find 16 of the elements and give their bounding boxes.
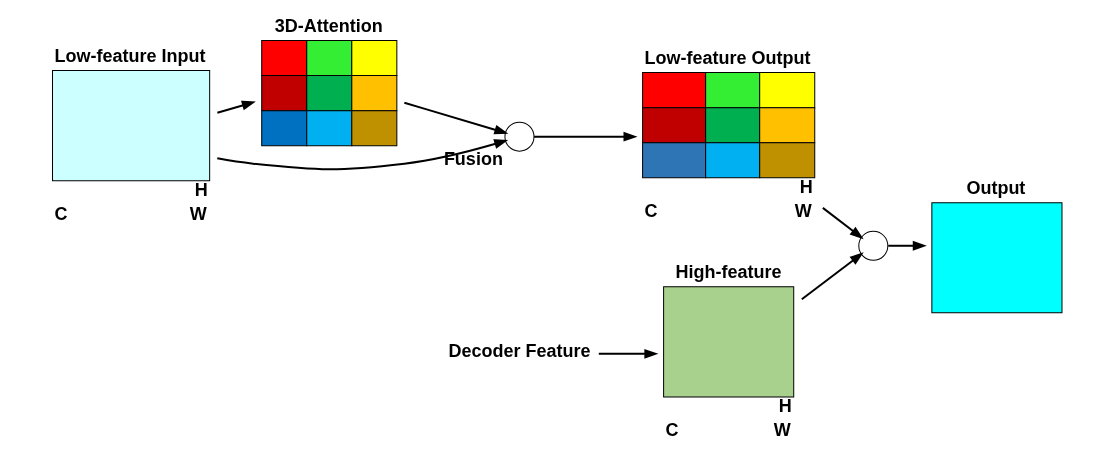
node-label: C <box>665 420 679 441</box>
node-label: W <box>189 204 207 225</box>
node-label: H <box>194 180 208 201</box>
node-text: Decoder Feature <box>447 341 590 362</box>
node-label: W <box>794 201 812 222</box>
node-label: Output <box>965 178 1025 199</box>
node-label: Fusion <box>443 148 503 169</box>
node-label: Low-feature Input <box>54 45 206 66</box>
node-label: High-feature <box>675 262 782 283</box>
node-label: C <box>54 204 68 225</box>
node-label: H <box>778 396 792 417</box>
node-label: W <box>773 420 791 441</box>
node-label: Low-feature Output <box>644 47 811 68</box>
node-label: H <box>799 177 813 198</box>
node-label: 3D-Attention <box>274 15 383 36</box>
node-label: C <box>644 201 658 222</box>
